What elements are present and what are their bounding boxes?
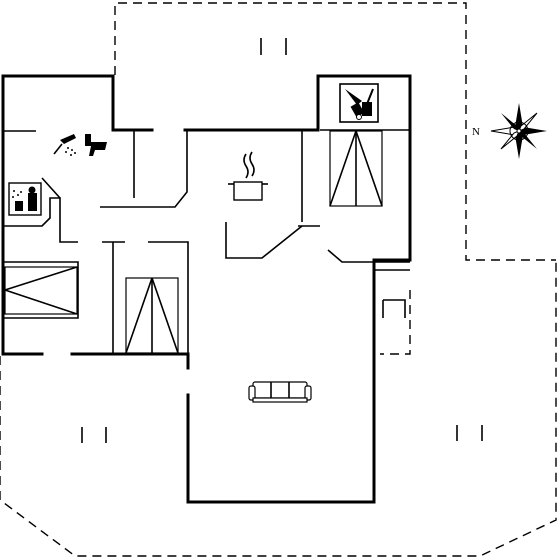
compass-north-label: N	[472, 126, 480, 138]
cooking-pot-icon	[228, 151, 268, 201]
compass-rose-icon	[490, 103, 547, 159]
bed-left	[4, 266, 78, 315]
toilet-icon	[85, 134, 107, 156]
sofa-icon	[248, 381, 312, 403]
bed-middle	[125, 277, 179, 354]
terrace-markers	[81, 38, 483, 443]
interior-walls	[3, 129, 410, 354]
bed-right	[329, 130, 383, 207]
exterior-walls	[1, 74, 412, 504]
washing-machine-icon	[8, 182, 42, 216]
broom-and-dustpan-icon	[339, 83, 379, 123]
shower-icon	[53, 134, 76, 156]
